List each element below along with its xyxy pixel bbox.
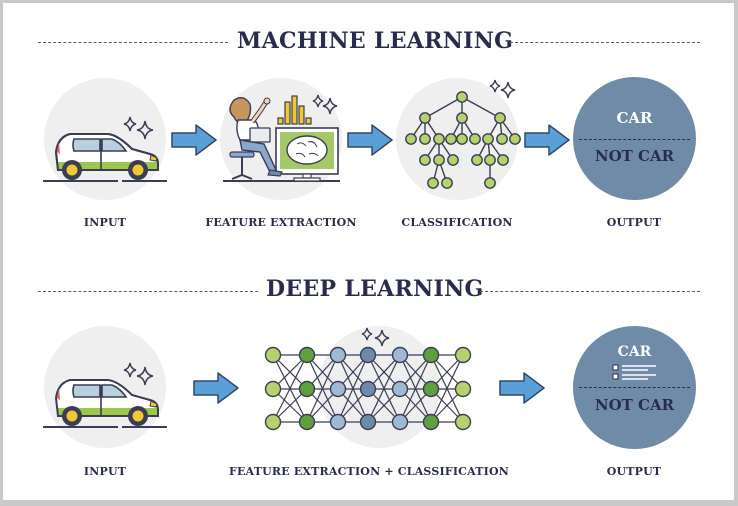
- sparkle-icon: [136, 120, 154, 140]
- title-divider-left: [38, 291, 258, 292]
- nn-node: [391, 413, 409, 431]
- tree-node: [427, 177, 439, 189]
- tree-node: [419, 133, 431, 145]
- title-divider-left: [38, 42, 228, 43]
- arrow-right-icon: [193, 372, 239, 404]
- step-label-input: INPUT: [83, 465, 127, 478]
- nn-node: [454, 380, 472, 398]
- step-label-feature-extraction: FEATURE EXTRACTION: [205, 216, 357, 229]
- output-circle: CAR NOT CAR: [573, 326, 696, 449]
- tree-node: [441, 177, 453, 189]
- nn-node: [454, 346, 472, 364]
- tree-node: [484, 177, 496, 189]
- neural-network-icon: [264, 327, 472, 431]
- nn-node: [298, 346, 316, 364]
- nn-node: [422, 346, 440, 364]
- nn-node: [391, 346, 409, 364]
- step-label-output: OUTPUT: [606, 216, 662, 229]
- output-car-label: CAR: [617, 344, 652, 360]
- bar-chart-icon: [277, 95, 312, 125]
- step-label-feature-extraction-classification: FEATURE EXTRACTION + CLASSIFICATION: [228, 465, 510, 478]
- tree-node: [447, 154, 459, 166]
- sparkle-icon: [361, 327, 373, 341]
- arrow-right-icon: [524, 124, 570, 156]
- nn-node: [264, 346, 282, 364]
- person-computer-brain-icon: [223, 94, 340, 182]
- tree-edge: [424, 96, 463, 119]
- nn-node: [264, 380, 282, 398]
- nn-node: [422, 413, 440, 431]
- step-label-classification: CLASSIFICATION: [401, 216, 513, 229]
- output-not-car-label: NOT CAR: [594, 147, 675, 165]
- tree-node: [497, 154, 509, 166]
- nn-connection: [399, 354, 432, 423]
- tree-node: [456, 91, 468, 103]
- nn-connection: [306, 354, 339, 423]
- tree-node: [433, 133, 445, 145]
- tree-node: [405, 133, 417, 145]
- nn-connection: [272, 354, 308, 423]
- step-label-output: OUTPUT: [606, 465, 662, 478]
- nn-node: [359, 346, 377, 364]
- output-car-label: CAR: [616, 109, 653, 127]
- tree-node: [471, 154, 483, 166]
- sparkle-icon: [374, 329, 390, 347]
- tree-node: [509, 133, 521, 145]
- arrow-right-icon: [347, 124, 393, 156]
- title-divider-right: [510, 42, 700, 43]
- deep-learning-title: DEEP LEARNING: [266, 276, 484, 302]
- car-icon: [43, 362, 167, 428]
- nn-node: [422, 380, 440, 398]
- tree-node: [419, 112, 431, 124]
- nn-node: [454, 413, 472, 431]
- output-divider: [579, 387, 690, 388]
- tree-node: [482, 133, 494, 145]
- tree-edge: [461, 96, 501, 119]
- nn-node: [329, 413, 347, 431]
- output-not-car-label: NOT CAR: [594, 396, 675, 414]
- output-circle: CAR NOT CAR: [573, 77, 696, 200]
- sparkle-icon: [500, 81, 516, 99]
- tree-node: [456, 133, 468, 145]
- nn-connection: [367, 354, 401, 423]
- tree-node: [433, 154, 445, 166]
- tree-node: [445, 133, 457, 145]
- step-label-input: INPUT: [83, 216, 127, 229]
- nn-node: [391, 380, 409, 398]
- decision-tree-icon: [405, 79, 521, 189]
- tree-node: [484, 154, 496, 166]
- output-divider: [579, 139, 690, 140]
- nn-node: [298, 380, 316, 398]
- nn-node: [359, 380, 377, 398]
- arrow-right-icon: [171, 124, 217, 156]
- tree-node: [494, 112, 506, 124]
- nn-node: [298, 413, 316, 431]
- machine-learning-title: MACHINE LEARNING: [237, 28, 514, 54]
- tree-node: [469, 133, 481, 145]
- tree-node: [456, 112, 468, 124]
- brain-icon: [286, 135, 328, 165]
- nn-node: [329, 380, 347, 398]
- title-divider-right: [480, 291, 700, 292]
- checklist-icon: [612, 364, 656, 380]
- nn-connection: [430, 354, 464, 423]
- nn-node: [329, 346, 347, 364]
- tree-node: [419, 154, 431, 166]
- nn-node: [264, 413, 282, 431]
- arrow-right-icon: [499, 372, 545, 404]
- sparkle-icon: [489, 79, 501, 93]
- nn-connection: [337, 354, 369, 423]
- sparkle-icon: [123, 116, 137, 132]
- tree-node: [496, 133, 508, 145]
- nn-node: [359, 413, 377, 431]
- car-icon: [43, 116, 167, 182]
